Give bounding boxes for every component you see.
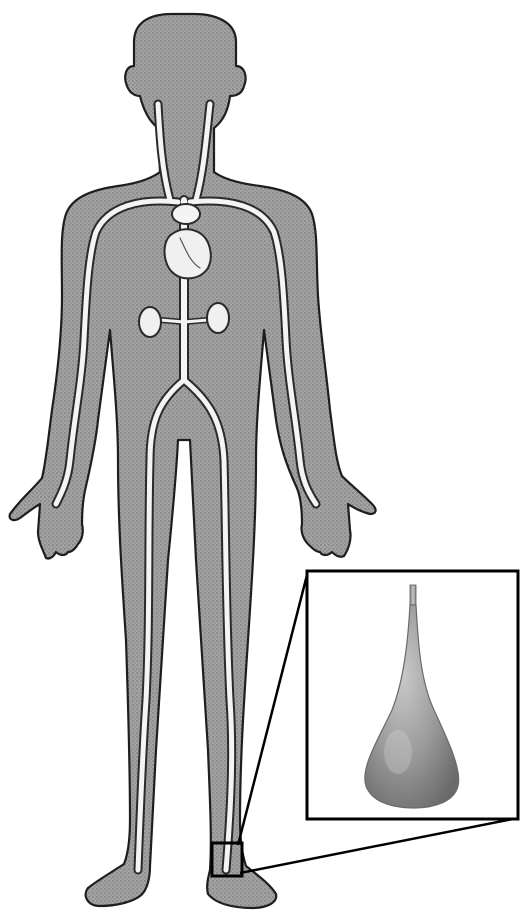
zoom-inset xyxy=(307,571,518,819)
bulb-highlight xyxy=(384,730,412,774)
callout-line-bottom xyxy=(240,818,518,873)
right-kidney xyxy=(207,303,229,333)
left-kidney xyxy=(139,307,161,337)
bulb-neck-tip xyxy=(410,585,416,605)
aortic-arch xyxy=(172,204,200,224)
